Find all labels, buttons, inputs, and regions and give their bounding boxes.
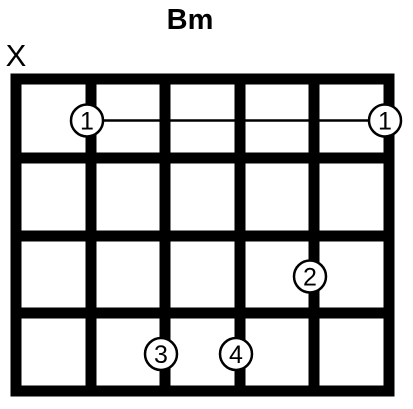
finger-dot-string-6: 1 [367,103,403,138]
nut-line [10,73,395,85]
finger-number: 1 [80,108,94,136]
string-line-3 [159,73,171,397]
string-line-1 [10,73,22,397]
fret-line-3 [10,307,395,319]
string-line-4 [234,73,246,397]
finger-dot-string-3: 3 [143,336,179,372]
finger-circle [143,336,179,372]
fret-line-1 [10,152,395,164]
chord-name: Bm [166,4,214,36]
string-line-2 [85,73,97,397]
finger-number: 4 [229,341,243,369]
string-line-6 [383,73,395,397]
finger-layer: 1 3 4 2 1 [69,103,403,372]
muted-string-marker: X [5,38,27,73]
finger-dot-string-2: 1 [69,103,105,138]
finger-number: 2 [303,264,317,292]
fret-line-4 [10,385,395,397]
finger-circle [367,103,403,138]
finger-number: 1 [378,108,392,136]
string-line-5 [308,73,320,397]
finger-circle [69,103,105,138]
finger-dot-string-4: 4 [218,336,254,372]
finger-circle [218,336,254,372]
finger-number: 3 [154,341,168,369]
fret-line-2 [10,230,395,242]
fret-grid [10,73,395,397]
finger-dot-string-5: 2 [292,259,328,294]
finger-circle [292,259,328,294]
